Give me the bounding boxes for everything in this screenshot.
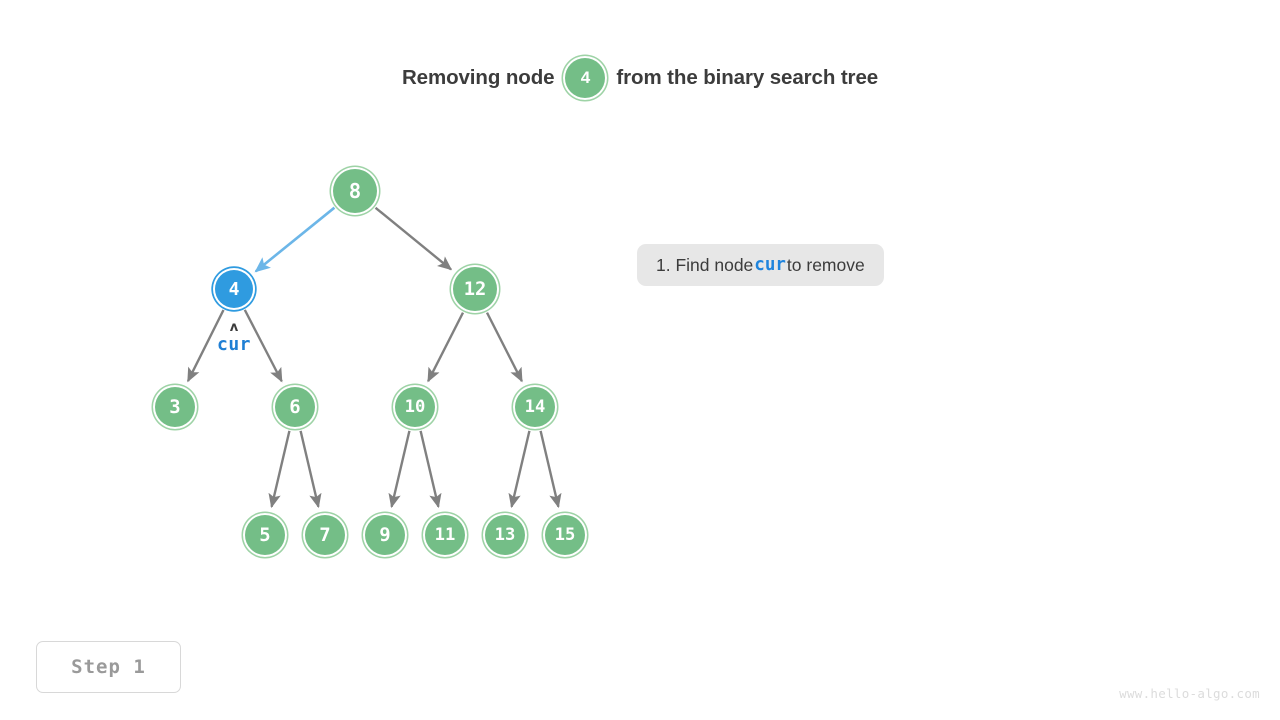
step-description-code: cur	[754, 255, 786, 275]
tree-node-10[interactable]: 10	[393, 385, 437, 429]
step-description-suffix: to remove	[786, 254, 865, 275]
watermark: www.hello-algo.com	[1119, 686, 1260, 701]
tree-edge	[243, 309, 283, 383]
tree-edge	[374, 206, 453, 271]
tree-node-14[interactable]: 14	[513, 385, 557, 429]
tree-edge	[485, 312, 523, 383]
tree-edge	[186, 309, 225, 383]
step-badge-label: Step 1	[71, 656, 146, 678]
tree-node-11[interactable]: 11	[423, 513, 467, 557]
caret-up-icon: ʌ	[229, 320, 239, 335]
tree-edge	[427, 312, 465, 383]
tree-edge	[299, 430, 322, 509]
cur-pointer-label: cur	[216, 334, 251, 355]
tree-node-5[interactable]: 5	[243, 513, 287, 557]
tree-node-13[interactable]: 13	[483, 513, 527, 557]
cur-pointer: ʌ cur	[194, 321, 274, 354]
tree-node-6[interactable]: 6	[273, 385, 317, 429]
tree-node-3[interactable]: 3	[153, 385, 197, 429]
tree-node-9[interactable]: 9	[363, 513, 407, 557]
tree-edge-layer	[186, 206, 562, 509]
tree-node-15[interactable]: 15	[543, 513, 587, 557]
tree-node-4[interactable]: 4	[213, 268, 255, 310]
tree-node-12[interactable]: 12	[451, 265, 499, 313]
tree-edge	[419, 430, 442, 509]
tree-edge	[254, 206, 336, 273]
tree-node-8[interactable]: 8	[331, 167, 379, 215]
tree-edge	[508, 430, 531, 509]
tree-node-7[interactable]: 7	[303, 513, 347, 557]
tree-edge	[388, 430, 411, 509]
tree-edge	[268, 430, 291, 509]
tree-edge	[539, 430, 562, 509]
step-description-box: 1. Find node cur to remove	[637, 244, 884, 286]
step-badge: Step 1	[36, 641, 181, 693]
step-description-prefix: 1. Find node	[656, 254, 754, 275]
